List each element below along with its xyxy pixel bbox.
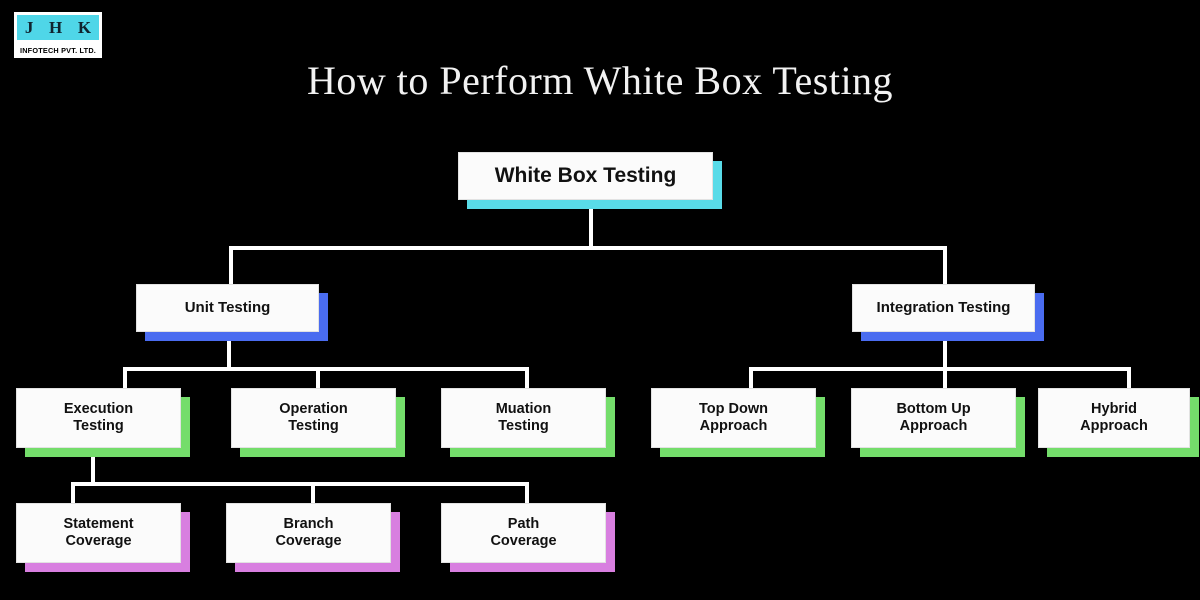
node-path-coverage[interactable]: Path Coverage — [441, 503, 615, 572]
node-label-line-2: Approach — [1080, 418, 1148, 434]
node-label-bottom-up-approach: Bottom Up Approach — [851, 388, 1016, 448]
page-title: How to Perform White Box Testing — [306, 58, 894, 103]
node-label-line-2: Approach — [899, 418, 968, 434]
connector-drop-integration-testing — [943, 246, 947, 284]
connector-execution-stem — [91, 448, 95, 484]
connector-integration-stem — [943, 332, 947, 369]
node-label-line-1: Bottom Up — [896, 400, 971, 417]
node-muation-testing[interactable]: Muation Testing — [441, 388, 615, 457]
node-label-line-1: Path — [507, 515, 540, 532]
connector-root-stem — [589, 200, 593, 248]
connector-coverage-bus — [71, 482, 529, 486]
logo-letter-h: H — [49, 18, 63, 37]
node-label-branch-coverage: Branch Coverage — [226, 503, 391, 563]
node-bottom-up-approach[interactable]: Bottom Up Approach — [851, 388, 1025, 457]
node-label-line-2: Testing — [288, 418, 339, 434]
node-label-integration-testing: Integration Testing — [852, 284, 1035, 332]
node-label-line-1: Branch — [283, 515, 334, 532]
node-label-line-1: Muation — [495, 400, 552, 417]
node-label-path-coverage: Path Coverage — [441, 503, 606, 563]
node-statement-coverage[interactable]: Statement Coverage — [16, 503, 190, 572]
node-label-line-2: Coverage — [275, 533, 342, 549]
connector-drop-operation-testing — [316, 367, 320, 388]
node-operation-testing[interactable]: Operation Testing — [231, 388, 405, 457]
node-label-line-1: Execution — [63, 400, 134, 417]
company-logo: J H K INFOTECH PVT. LTD. — [14, 12, 102, 58]
node-label-hybrid-approach: Hybrid Approach — [1038, 388, 1190, 448]
node-label-unit-testing: Unit Testing — [136, 284, 319, 332]
connector-drop-unit-testing — [229, 246, 233, 284]
node-label-execution-testing: Execution Testing — [16, 388, 181, 448]
connector-drop-bottom-up-approach — [943, 367, 947, 388]
connector-drop-muation-testing — [525, 367, 529, 388]
node-hybrid-approach[interactable]: Hybrid Approach — [1038, 388, 1199, 457]
logo-subtitle: INFOTECH PVT. LTD. — [19, 45, 97, 55]
node-label-line-2: Coverage — [490, 533, 557, 549]
node-label-muation-testing: Muation Testing — [441, 388, 606, 448]
connector-drop-branch-coverage — [311, 482, 315, 503]
node-label-line-2: Coverage — [65, 533, 132, 549]
connector-integration-children-bus — [749, 367, 1131, 371]
logo-letter-k: K — [77, 18, 92, 37]
connector-drop-top-down-approach — [749, 367, 753, 388]
node-label-line-1: Top Down — [699, 400, 768, 417]
node-unit-testing[interactable]: Unit Testing — [136, 284, 328, 341]
node-label-white-box-testing: White Box Testing — [458, 152, 713, 200]
connector-drop-hybrid-approach — [1127, 367, 1131, 388]
node-label-top-down-approach: Top Down Approach — [651, 388, 816, 448]
logo-letters: J H K — [17, 15, 99, 40]
node-label-line-1: Hybrid — [1091, 400, 1137, 417]
connector-drop-path-coverage — [525, 482, 529, 503]
node-label-line-2: Testing — [73, 418, 124, 434]
node-label-line-1: Operation — [279, 400, 348, 417]
node-label-operation-testing: Operation Testing — [231, 388, 396, 448]
node-label-statement-coverage: Statement Coverage — [16, 503, 181, 563]
connector-level2-bus — [229, 246, 947, 250]
connector-unit-children-bus — [123, 367, 529, 371]
node-white-box-testing[interactable]: White Box Testing — [458, 152, 722, 209]
connector-drop-statement-coverage — [71, 482, 75, 503]
node-top-down-approach[interactable]: Top Down Approach — [651, 388, 825, 457]
node-label-line-2: Testing — [498, 418, 549, 434]
connector-drop-execution-testing — [123, 367, 127, 388]
logo-letter-j: J — [24, 18, 34, 37]
node-integration-testing[interactable]: Integration Testing — [852, 284, 1044, 341]
node-branch-coverage[interactable]: Branch Coverage — [226, 503, 400, 572]
connector-unit-stem — [227, 332, 231, 369]
node-execution-testing[interactable]: Execution Testing — [16, 388, 190, 457]
node-label-line-2: Approach — [699, 418, 768, 434]
node-label-line-1: Statement — [63, 515, 134, 532]
